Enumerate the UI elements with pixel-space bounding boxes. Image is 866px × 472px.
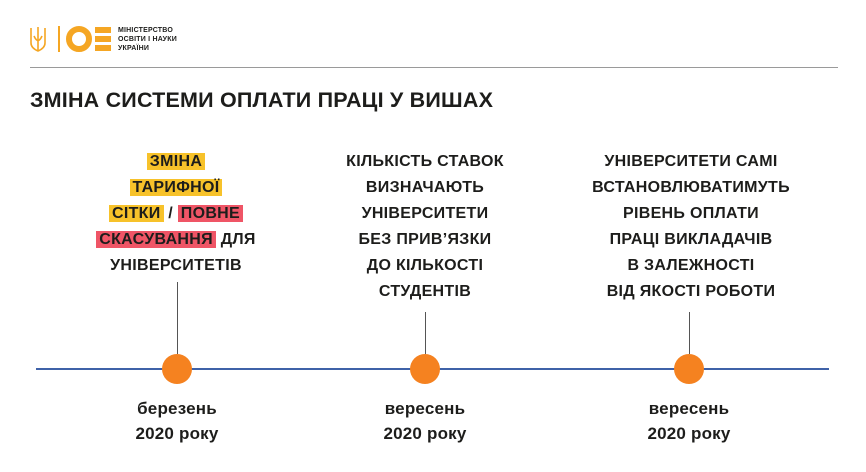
ministry-name: Міністерство освіти і науки України xyxy=(118,26,177,53)
event-text-line: праці викладачів xyxy=(609,231,773,248)
header-divider xyxy=(30,67,838,68)
event-text-3: Університети самі встановлюватимуть ріве… xyxy=(555,149,827,305)
event-date-3: вересень 2020 року xyxy=(609,396,769,446)
highlight-yellow: тарифної xyxy=(129,179,223,196)
timeline-stem-3 xyxy=(689,312,690,354)
timeline-marker-2 xyxy=(410,354,440,384)
ministry-line: Міністерство xyxy=(118,27,173,34)
event-text-line: Університети самі xyxy=(604,153,778,170)
event-text-line: без прив’язки xyxy=(358,231,492,248)
highlight-yellow: Зміна xyxy=(146,153,206,170)
ministry-logo-icon xyxy=(66,26,111,52)
highlight-yellow: сітки xyxy=(108,205,164,222)
event-date-1: березень 2020 року xyxy=(97,396,257,446)
ministry-line: України xyxy=(118,45,150,52)
page-title: ЗМІНА СИСТЕМИ ОПЛАТИ ПРАЦІ У ВИШАХ xyxy=(30,88,494,112)
ministry-line: освіти і науки xyxy=(118,36,177,43)
event-date-2: вересень 2020 року xyxy=(345,396,505,446)
event-text-line: рівень оплати xyxy=(623,205,759,222)
event-text-line: від якості роботи xyxy=(606,283,776,300)
date-month: вересень xyxy=(648,399,730,418)
highlight-red: повне xyxy=(177,205,244,222)
event-text-line: встановлюватимуть xyxy=(592,179,790,196)
event-text-line: до кількості xyxy=(366,257,484,274)
trident-icon xyxy=(30,27,46,52)
highlight-red: скасування xyxy=(96,231,216,248)
timeline-marker-3 xyxy=(674,354,704,384)
event-text-2: Кількість ставок визначають університети… xyxy=(312,149,538,305)
event-text-line: в залежності xyxy=(627,257,755,274)
logo-separator xyxy=(58,26,60,52)
date-year: 2020 року xyxy=(383,424,467,443)
timeline-stem-2 xyxy=(425,312,426,354)
date-year: 2020 року xyxy=(647,424,731,443)
event-text-line: університети xyxy=(361,205,489,222)
date-year: 2020 року xyxy=(135,424,219,443)
event-text-line: Кількість ставок xyxy=(346,153,504,170)
timeline-stem-1 xyxy=(177,282,178,354)
event-text-1: Зміна тарифної сітки / повне скасування … xyxy=(60,149,292,279)
date-month: березень xyxy=(137,399,217,418)
event-text-line: студентів xyxy=(378,283,472,300)
date-month: вересень xyxy=(384,399,466,418)
event-text-line: визначають xyxy=(365,179,485,196)
timeline-marker-1 xyxy=(162,354,192,384)
event-text-word: для xyxy=(220,231,256,248)
event-text-word: університетів xyxy=(110,257,242,274)
slash-separator: / xyxy=(168,205,174,222)
